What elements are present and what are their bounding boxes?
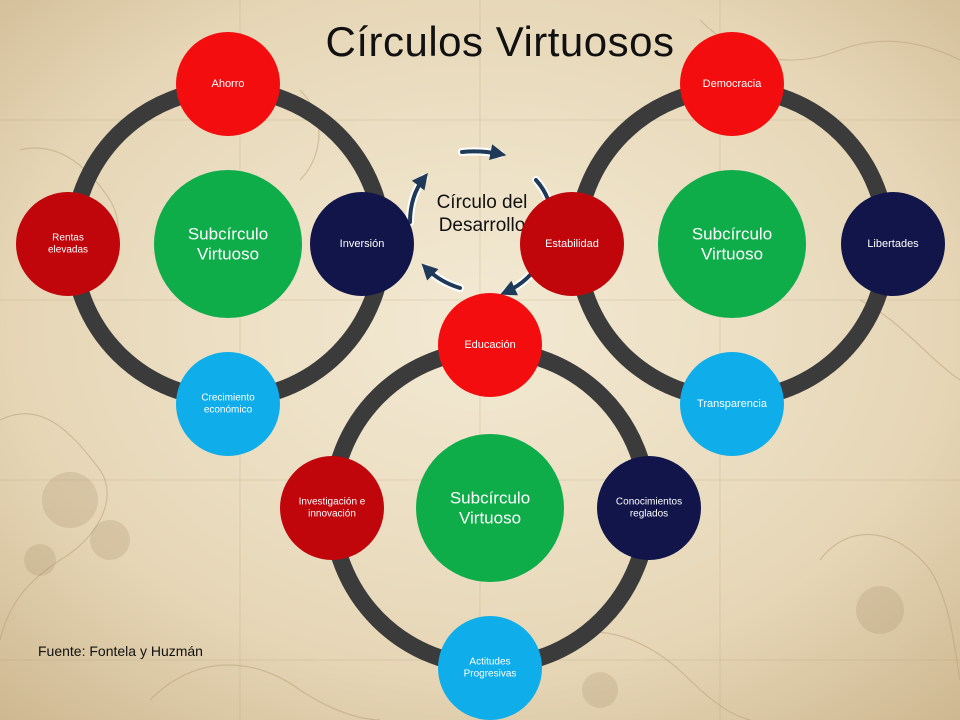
hub-circle bbox=[154, 170, 302, 318]
node-transparencia: Transparencia bbox=[680, 352, 784, 456]
page-title: Círculos Virtuosos bbox=[325, 18, 675, 65]
node-circle bbox=[310, 192, 414, 296]
node-educacion: Educación bbox=[438, 293, 542, 397]
node-label-line-2: reglados bbox=[630, 509, 668, 520]
node-label-line-1: Democracia bbox=[703, 78, 763, 90]
center-label-line-1: Círculo del bbox=[437, 192, 528, 213]
node-circle bbox=[438, 616, 542, 720]
node-inversion: Inversión bbox=[310, 192, 414, 296]
node-circle bbox=[280, 456, 384, 560]
hub-label-line-2: Virtuoso bbox=[459, 509, 521, 528]
node-label-line-2: económico bbox=[204, 405, 253, 416]
cycle-arrow-4 bbox=[421, 263, 462, 290]
node-label-line-2: innovación bbox=[308, 509, 356, 520]
node-circle bbox=[438, 293, 542, 397]
node-libertades: Libertades bbox=[841, 192, 945, 296]
node-circle bbox=[841, 192, 945, 296]
node-label-line-1: Transparencia bbox=[697, 398, 768, 410]
node-circle bbox=[176, 32, 280, 136]
hub-circle bbox=[658, 170, 806, 318]
node-label-line-2: Progresivas bbox=[464, 669, 517, 680]
source-note: Fuente: Fontela y Huzmán bbox=[38, 643, 203, 659]
hub-circle bbox=[416, 434, 564, 582]
node-label-line-1: Ahorro bbox=[211, 78, 244, 90]
node-circle bbox=[680, 352, 784, 456]
node-label-line-1: Estabilidad bbox=[545, 238, 599, 250]
node-ahorro: Ahorro bbox=[176, 32, 280, 136]
node-estabilidad: Estabilidad bbox=[520, 192, 624, 296]
node-label-line-1: Conocimientos bbox=[616, 497, 682, 508]
cycle-arrow-5 bbox=[408, 172, 428, 224]
node-label-line-1: Educación bbox=[464, 339, 515, 351]
node-label-line-1: Investigación e bbox=[299, 497, 366, 508]
node-label-line-1: Libertades bbox=[867, 238, 919, 250]
node-circle bbox=[597, 456, 701, 560]
node-circle bbox=[680, 32, 784, 136]
hub-label-line-2: Virtuoso bbox=[701, 245, 763, 264]
node-label-line-1: Actitudes bbox=[469, 657, 510, 668]
node-democracia: Democracia bbox=[680, 32, 784, 136]
node-label-line-1: Inversión bbox=[340, 238, 385, 250]
node-label-line-2: elevadas bbox=[48, 245, 88, 256]
hub-label-line-1: Subcírculo bbox=[188, 224, 268, 243]
hub-label-line-2: Virtuoso bbox=[197, 245, 259, 264]
node-label-line-1: Rentas bbox=[52, 233, 84, 244]
cycle-arrow-1 bbox=[460, 144, 507, 160]
node-label-line-1: Crecimiento bbox=[201, 393, 255, 404]
node-circle bbox=[176, 352, 280, 456]
hub-label-line-1: Subcírculo bbox=[450, 488, 530, 507]
hub-label-line-1: Subcírculo bbox=[692, 224, 772, 243]
center-label-line-2: Desarrollo bbox=[439, 215, 526, 236]
node-circle bbox=[16, 192, 120, 296]
node-circle bbox=[520, 192, 624, 296]
